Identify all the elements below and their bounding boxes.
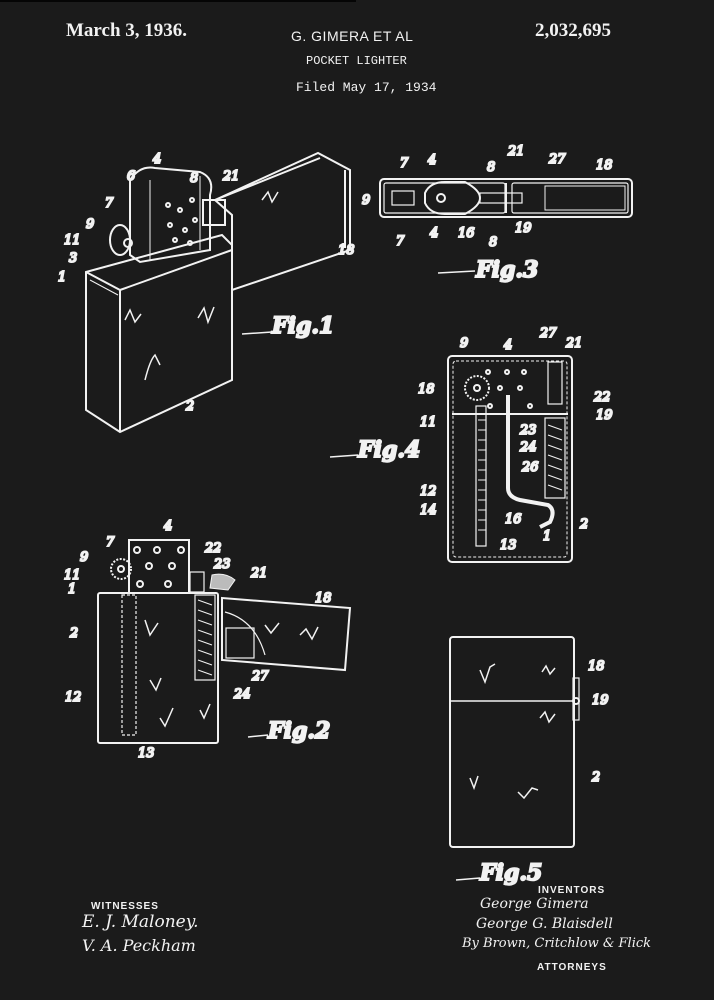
fig5-label-19: 19 bbox=[592, 693, 609, 708]
fig4-label-18: 18 bbox=[418, 382, 435, 397]
witnesses-label: WITNESSES bbox=[91, 901, 159, 912]
figure-4 bbox=[447, 355, 573, 563]
fig3-label-7-bottom: 7 bbox=[396, 234, 405, 249]
inventor-line: G. GIMERA ET AL bbox=[291, 28, 414, 44]
figure-1 bbox=[85, 151, 351, 434]
fig1-label-18: 18 bbox=[338, 243, 355, 258]
fig5-label-18: 18 bbox=[588, 659, 605, 674]
fig4-label-2: 2 bbox=[579, 517, 588, 532]
figure-2 bbox=[97, 539, 352, 744]
fig4-label-27: 27 bbox=[539, 326, 557, 341]
fig3-label-18: 18 bbox=[596, 158, 613, 173]
fig1-label-1: 1 bbox=[58, 270, 66, 285]
fig4-label-1: 1 bbox=[543, 529, 551, 544]
fig2-label-23: 23 bbox=[213, 557, 231, 572]
fig3-label-27: 27 bbox=[548, 152, 566, 167]
fig2-label-7: 7 bbox=[106, 535, 115, 550]
fig3-label-19: 19 bbox=[515, 221, 532, 236]
fig1-label-8: 8 bbox=[190, 171, 198, 186]
fig1-label-2: 2 bbox=[185, 399, 194, 414]
inventor-signature-1: George Gimera bbox=[480, 896, 589, 912]
fig2-label-21: 21 bbox=[250, 566, 268, 581]
fig1-label-4: 4 bbox=[152, 152, 161, 167]
fig4-label-23: 23 bbox=[519, 423, 537, 438]
fig4-label-19: 19 bbox=[596, 408, 613, 423]
fig2-label-22: 22 bbox=[204, 541, 222, 556]
fig3-caption: Fig.3 bbox=[475, 257, 538, 283]
attorneys-signature: By Brown, Critchlow & Flick bbox=[462, 936, 652, 951]
fig3-label-8-bottom: 8 bbox=[489, 235, 497, 250]
attorneys-label: ATTORNEYS bbox=[537, 962, 607, 973]
filed-date: Filed May 17, 1934 bbox=[296, 80, 437, 95]
fig3-label-21: 21 bbox=[507, 144, 525, 159]
fig5-caption: Fig.5 bbox=[479, 860, 542, 886]
witness-signature-1: E. J. Maloney. bbox=[82, 912, 199, 932]
scan-edge-band bbox=[0, 0, 356, 2]
fig3-label-9: 9 bbox=[362, 193, 370, 208]
fig4-label-12: 12 bbox=[420, 484, 437, 499]
figure-3 bbox=[379, 178, 633, 218]
fig3-label-16: 16 bbox=[458, 226, 475, 241]
fig4-label-21: 21 bbox=[565, 336, 583, 351]
fig3-label-7-top: 7 bbox=[400, 156, 409, 171]
fig2-label-2: 2 bbox=[69, 626, 78, 641]
fig4-label-26: 26 bbox=[521, 460, 539, 475]
fig4-label-13: 13 bbox=[500, 538, 517, 553]
witness-signature-2: V. A. Peckham bbox=[82, 936, 196, 955]
fig4-label-22: 22 bbox=[593, 390, 611, 405]
fig2-caption: Fig.2 bbox=[267, 718, 330, 744]
fig2-label-11: 11 bbox=[64, 568, 81, 583]
fig3-label-8-top: 8 bbox=[487, 160, 495, 175]
fig2-label-12: 12 bbox=[65, 690, 82, 705]
fig4-label-9: 9 bbox=[460, 336, 468, 351]
fig1-label-21: 21 bbox=[222, 169, 240, 184]
fig2-label-13: 13 bbox=[138, 746, 155, 761]
fig5-label-2: 2 bbox=[591, 770, 600, 785]
fig3-label-4-top: 4 bbox=[427, 153, 436, 168]
fig2-label-9: 9 bbox=[80, 550, 88, 565]
fig1-label-3: 3 bbox=[69, 251, 77, 266]
patent-date: March 3, 1936. bbox=[66, 20, 188, 41]
fig1-label-11: 11 bbox=[64, 233, 81, 248]
fig1-label-7: 7 bbox=[105, 196, 114, 211]
fig4-caption: Fig.4 bbox=[357, 437, 420, 463]
patent-title: POCKET LIGHTER bbox=[306, 54, 407, 68]
fig1-label-9: 9 bbox=[86, 217, 94, 232]
fig1-label-6: 6 bbox=[127, 169, 135, 184]
fig4-label-16: 16 bbox=[505, 512, 522, 527]
patent-number: 2,032,695 bbox=[535, 20, 611, 41]
fig4-label-24: 24 bbox=[519, 440, 537, 455]
fig2-label-27: 27 bbox=[251, 669, 269, 684]
figure-5 bbox=[449, 636, 580, 848]
fig2-label-1: 1 bbox=[68, 582, 76, 597]
fig2-label-18: 18 bbox=[315, 591, 332, 606]
fig2-label-4: 4 bbox=[163, 519, 172, 534]
fig4-label-11: 11 bbox=[420, 415, 437, 430]
fig4-label-14: 14 bbox=[420, 503, 437, 518]
inventor-signature-2: George G. Blaisdell bbox=[476, 916, 613, 932]
fig2-label-24: 24 bbox=[233, 687, 251, 702]
fig3-label-4-bottom: 4 bbox=[429, 226, 438, 241]
fig1-caption: Fig.1 bbox=[271, 313, 334, 339]
inventors-label: INVENTORS bbox=[538, 885, 606, 896]
fig4-label-4: 4 bbox=[503, 338, 512, 353]
